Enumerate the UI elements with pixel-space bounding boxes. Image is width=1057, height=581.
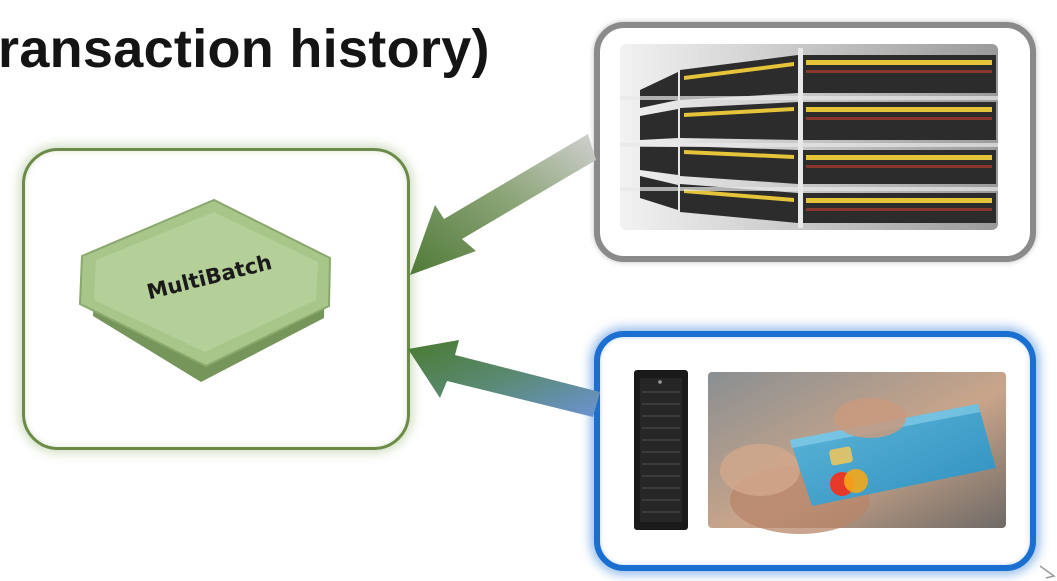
transactions-to-multibatch-arrow bbox=[408, 340, 600, 417]
multibatch-hexagon: MultiBatch bbox=[78, 198, 332, 382]
corner-arrow-icon bbox=[1039, 565, 1056, 579]
server-tower-icon bbox=[634, 370, 688, 530]
archive-shelves-icon bbox=[620, 44, 998, 230]
credit-card-hand-icon bbox=[708, 372, 1006, 534]
page-title: ransaction history) bbox=[0, 19, 490, 79]
archive-to-multibatch-arrow bbox=[410, 134, 596, 275]
